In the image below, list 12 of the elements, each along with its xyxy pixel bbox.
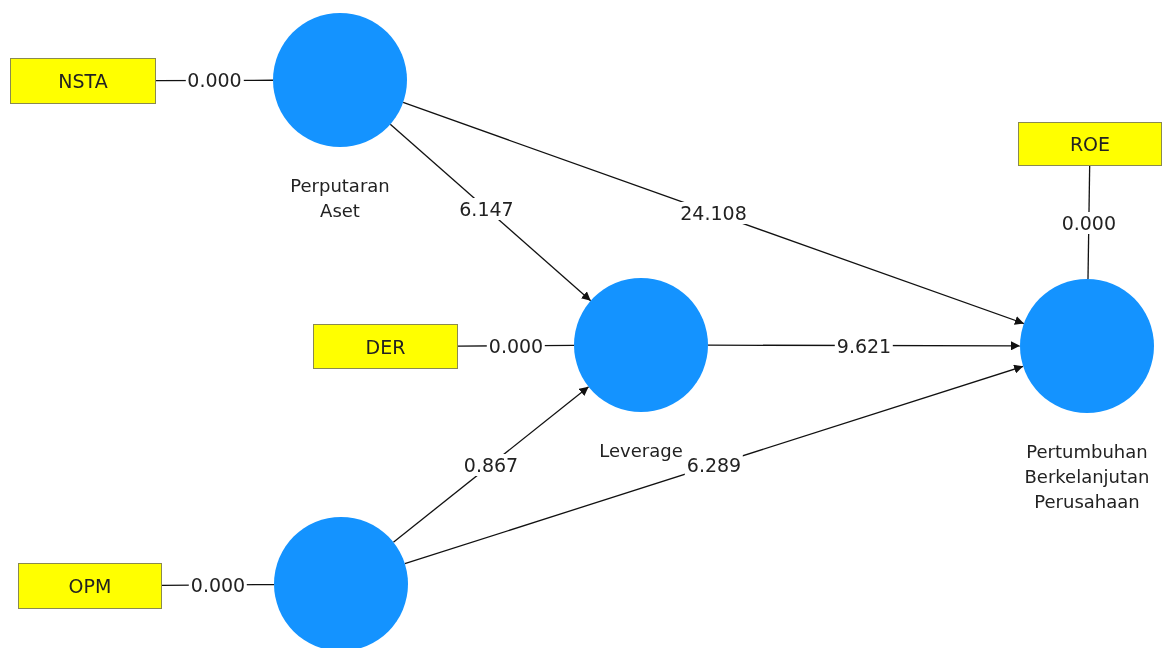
edge-label: 24.108 — [678, 202, 749, 224]
indicator-box: ROE — [1018, 122, 1162, 166]
arrow — [404, 364, 1024, 565]
indicator-box: NSTA — [10, 58, 156, 104]
construct-label: Pertumbuhan Berkelanjutan Perusahaan — [1023, 440, 1151, 514]
indicator-box: OPM — [18, 563, 162, 609]
edge-label: 6.289 — [684, 454, 744, 476]
construct-label: Perputaran Aset — [289, 174, 391, 223]
indicator-box: DER — [313, 324, 458, 369]
construct-label: Leverage — [598, 439, 684, 463]
arrow — [402, 101, 1025, 325]
arrow — [389, 123, 592, 302]
